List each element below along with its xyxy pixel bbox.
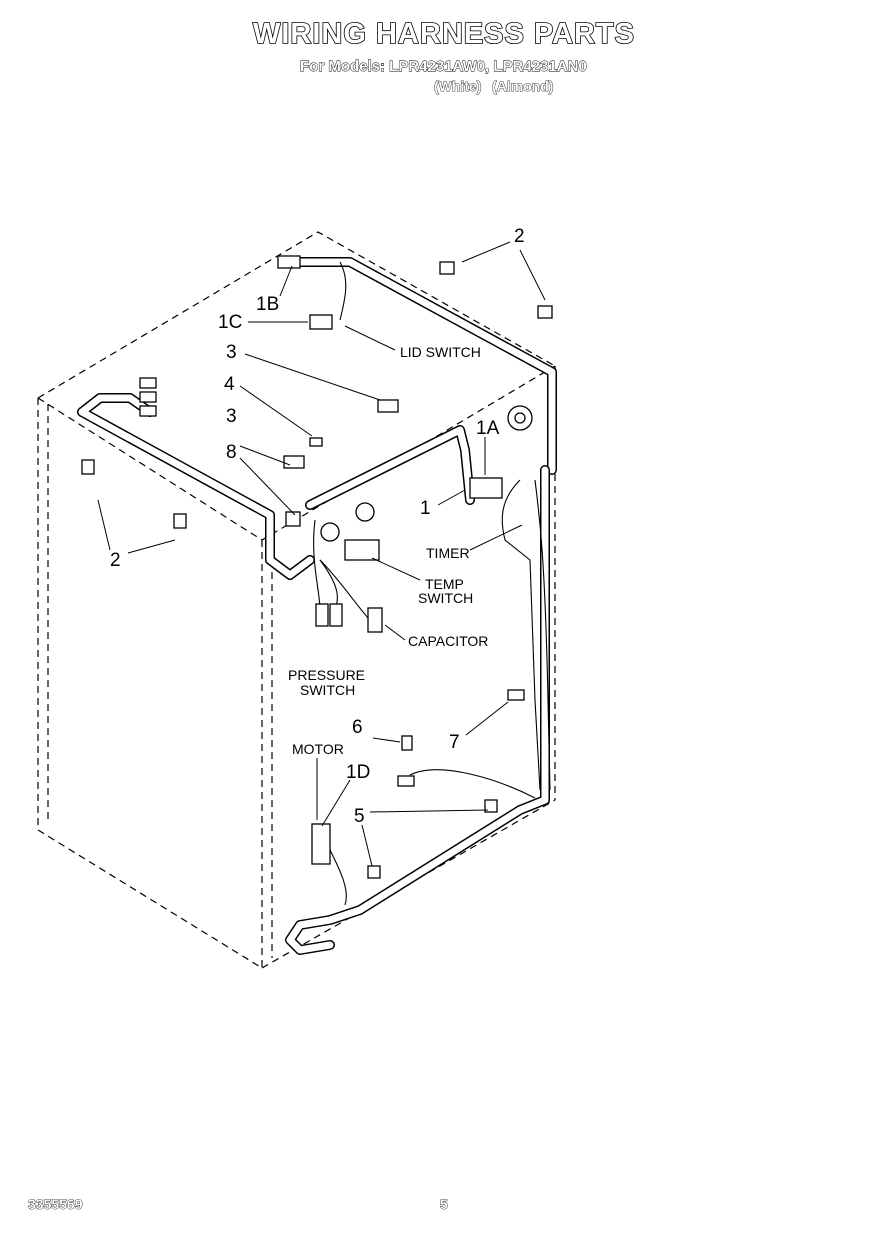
page-number: 5 <box>440 1196 449 1213</box>
label-pressure-switch-line1: PRESSURE <box>288 667 365 683</box>
label-temp-switch-line2: SWITCH <box>418 590 473 606</box>
callout-6: 6 <box>352 717 363 738</box>
callout-2-left: 2 <box>110 550 121 571</box>
label-lid-switch: LID SWITCH <box>400 344 481 360</box>
page-title: WIRING HARNESS PARTS <box>252 17 635 51</box>
callout-2-top: 2 <box>514 226 525 247</box>
callout-1a: 1A <box>476 418 500 439</box>
callout-3-upper: 3 <box>226 342 237 363</box>
callout-4: 4 <box>224 374 235 395</box>
label-pressure-switch-line2: SWITCH <box>300 682 355 698</box>
label-capacitor: CAPACITOR <box>408 633 488 649</box>
callout-5: 5 <box>354 806 365 827</box>
callout-7: 7 <box>449 732 460 753</box>
variant-almond: (Almond) <box>492 78 554 95</box>
callout-1d: 1D <box>346 762 370 783</box>
cabinet-outline <box>37 231 556 969</box>
callout-1b: 1B <box>256 294 279 315</box>
callout-1c: 1C <box>218 312 242 333</box>
label-temp-switch-line1: TEMP <box>425 576 464 592</box>
callout-1: 1 <box>420 498 431 519</box>
label-timer: TIMER <box>426 545 470 561</box>
models-line: For Models: LPR4231AW0, LPR4231AN0 <box>300 58 588 76</box>
label-motor: MOTOR <box>292 741 344 757</box>
callout-3-lower: 3 <box>226 406 237 427</box>
harness-parts <box>81 255 553 879</box>
harness-tubes <box>77 257 557 955</box>
leader-lines <box>97 241 546 867</box>
callout-8: 8 <box>226 442 237 463</box>
variant-white: (White) <box>434 78 482 95</box>
doc-number: 3355569 <box>28 1196 83 1213</box>
